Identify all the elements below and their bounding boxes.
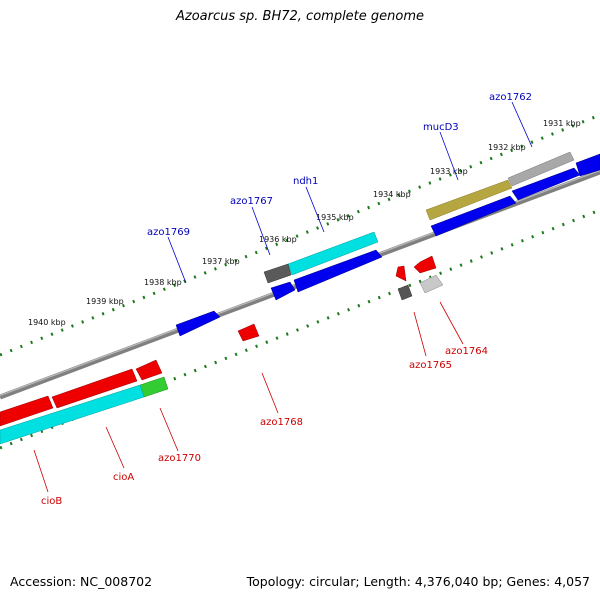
- kbp-tick-1934: 1934 kbp: [373, 190, 411, 199]
- kbp-tick-1938: 1938 kbp: [144, 278, 182, 287]
- gene-azo1764[interactable]: [419, 274, 444, 294]
- reverse-leader-lines: [33, 301, 464, 493]
- label-mucD3[interactable]: mucD3: [423, 122, 459, 133]
- kbp-tick-1931: 1931 kbp: [543, 119, 581, 128]
- forward-genes: [0, 151, 600, 445]
- gene-red-2[interactable]: [413, 255, 437, 274]
- label-azo1770[interactable]: azo1770: [158, 453, 201, 464]
- gene-ndh1[interactable]: [287, 231, 379, 276]
- label-azo1764[interactable]: azo1764: [445, 346, 488, 357]
- label-cioB[interactable]: cioB: [41, 496, 62, 507]
- kbp-tick-1936: 1936 kbp: [259, 235, 297, 244]
- gene-azo1768[interactable]: [237, 323, 260, 342]
- label-azo1768[interactable]: azo1768: [260, 417, 303, 428]
- label-cioA[interactable]: cioA: [113, 472, 134, 483]
- kbp-tick-1937: 1937 kbp: [202, 257, 240, 266]
- gene-blue-1[interactable]: [575, 153, 600, 177]
- gene-azo1765[interactable]: [397, 284, 413, 301]
- gene-azo1770[interactable]: [139, 376, 169, 398]
- gene-red-3[interactable]: [135, 359, 163, 381]
- gene-blue-5[interactable]: [270, 281, 296, 301]
- gene-blue-4[interactable]: [293, 249, 383, 293]
- label-azo1769[interactable]: azo1769: [147, 227, 190, 238]
- gene-azo1767[interactable]: [263, 263, 292, 284]
- kbp-tick-1940: 1940 kbp: [28, 318, 66, 327]
- forward-leader-lines: [167, 101, 533, 284]
- gene-red-4[interactable]: [51, 368, 138, 409]
- gene-cioA[interactable]: [0, 384, 145, 445]
- accession-label: Accession: NC_008702: [10, 574, 153, 589]
- label-azo1765[interactable]: azo1765: [409, 360, 452, 371]
- gene-red-1[interactable]: [395, 265, 407, 282]
- kbp-tick-1939: 1939 kbp: [86, 297, 124, 306]
- label-ndh1[interactable]: ndh1: [293, 176, 318, 187]
- reverse-genes: [0, 255, 444, 427]
- map-title: Azoarcus sp. BH72, complete genome: [175, 9, 425, 24]
- gene-blue-3[interactable]: [430, 195, 517, 237]
- label-azo1767[interactable]: azo1767: [230, 196, 273, 207]
- label-azo1762[interactable]: azo1762: [489, 92, 532, 103]
- gene-cioB[interactable]: [0, 395, 54, 427]
- gene-azo1762[interactable]: [507, 151, 575, 187]
- kbp-tick-1933: 1933 kbp: [430, 167, 468, 176]
- kbp-tick-1932: 1932 kbp: [488, 143, 526, 152]
- gene-mucD3[interactable]: [425, 179, 513, 221]
- gene-azo1769[interactable]: [175, 310, 221, 337]
- genome-summary: Topology: circular; Length: 4,376,040 bp…: [246, 574, 590, 589]
- kbp-tick-1935: 1935 kbp: [316, 213, 354, 222]
- gene-blue-2[interactable]: [511, 167, 581, 201]
